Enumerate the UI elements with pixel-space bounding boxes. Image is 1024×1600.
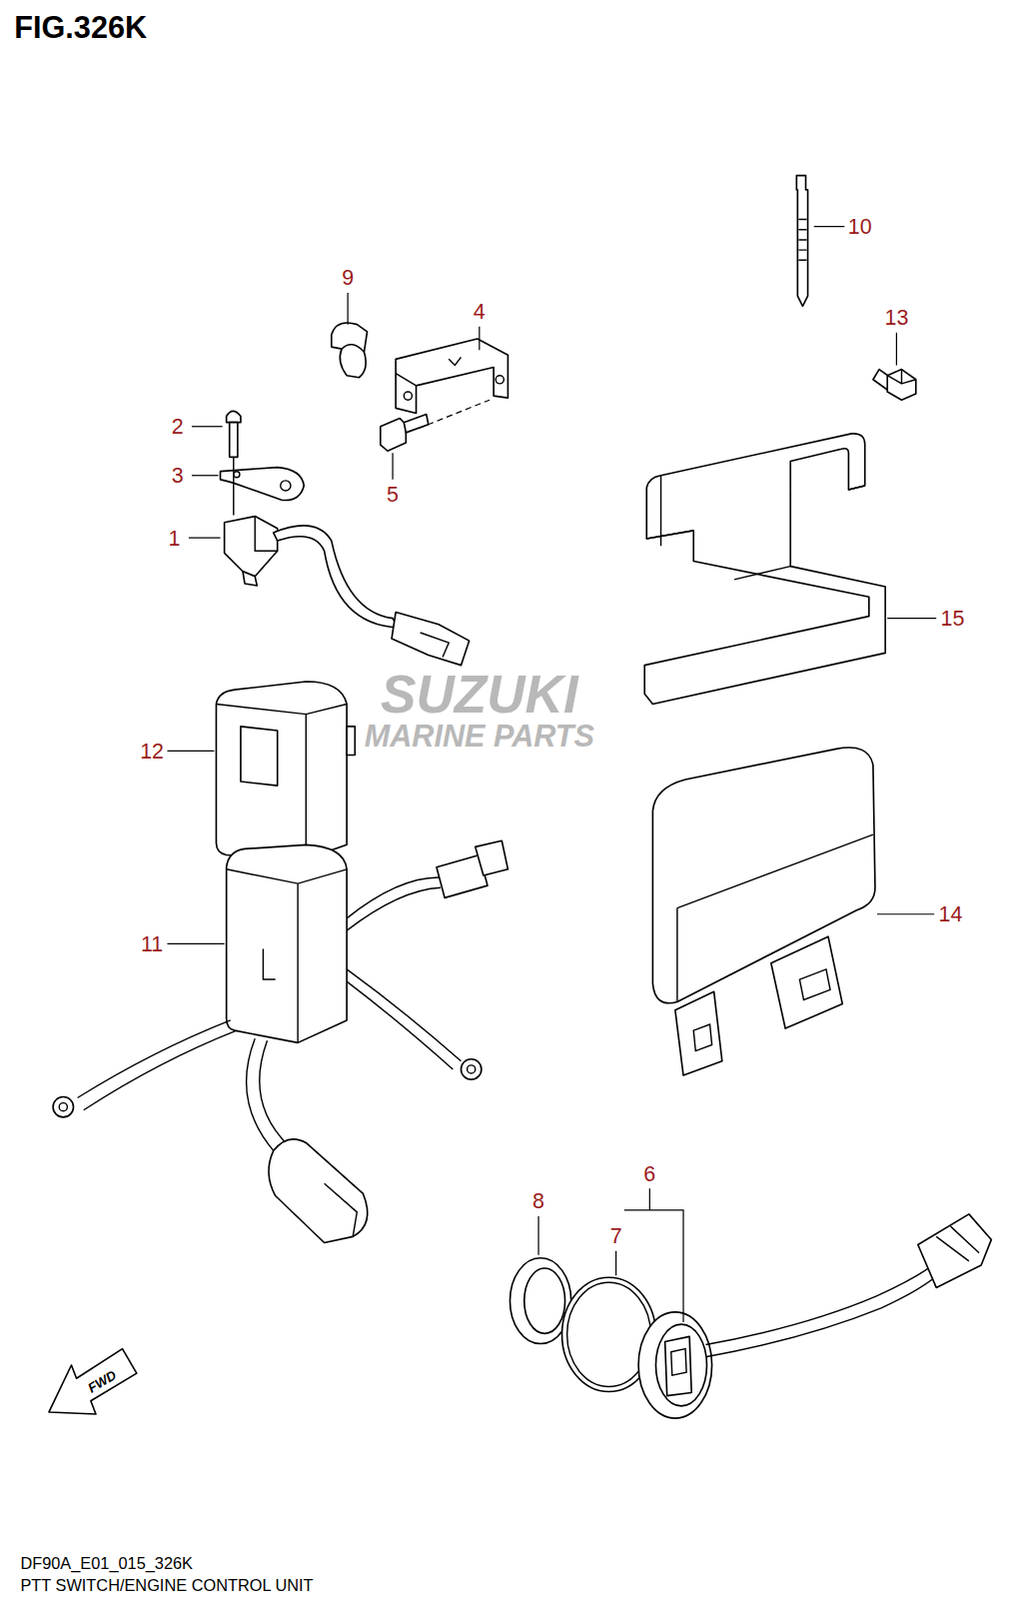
callout-number: 7: [610, 1224, 623, 1246]
callout-number: 2: [171, 415, 184, 437]
callout-number: 1: [168, 526, 181, 548]
figure-caption: PTT SWITCH/ENGINE CONTROL UNIT: [19, 1575, 313, 1594]
watermark: MARINE PARTS: [364, 719, 595, 755]
callout-number: 8: [532, 1189, 545, 1211]
callout-number: 5: [386, 482, 399, 504]
callout-number: 11: [140, 933, 163, 955]
watermark: SUZUKI: [380, 663, 579, 725]
callout-number: 13: [884, 306, 909, 328]
callout-number: 4: [473, 300, 486, 322]
callout-number: 15: [941, 607, 966, 629]
callout-number: 12: [139, 740, 164, 762]
callout-number: 3: [171, 464, 184, 486]
figure-title: FIG.326K: [13, 9, 147, 45]
callout-number: 14: [939, 903, 964, 925]
callout-number: 10: [848, 215, 873, 237]
callout-number: 6: [643, 1161, 656, 1183]
drawing-code: DF90A_E01_015_326K: [19, 1554, 193, 1573]
callout-number: 9: [341, 266, 354, 288]
